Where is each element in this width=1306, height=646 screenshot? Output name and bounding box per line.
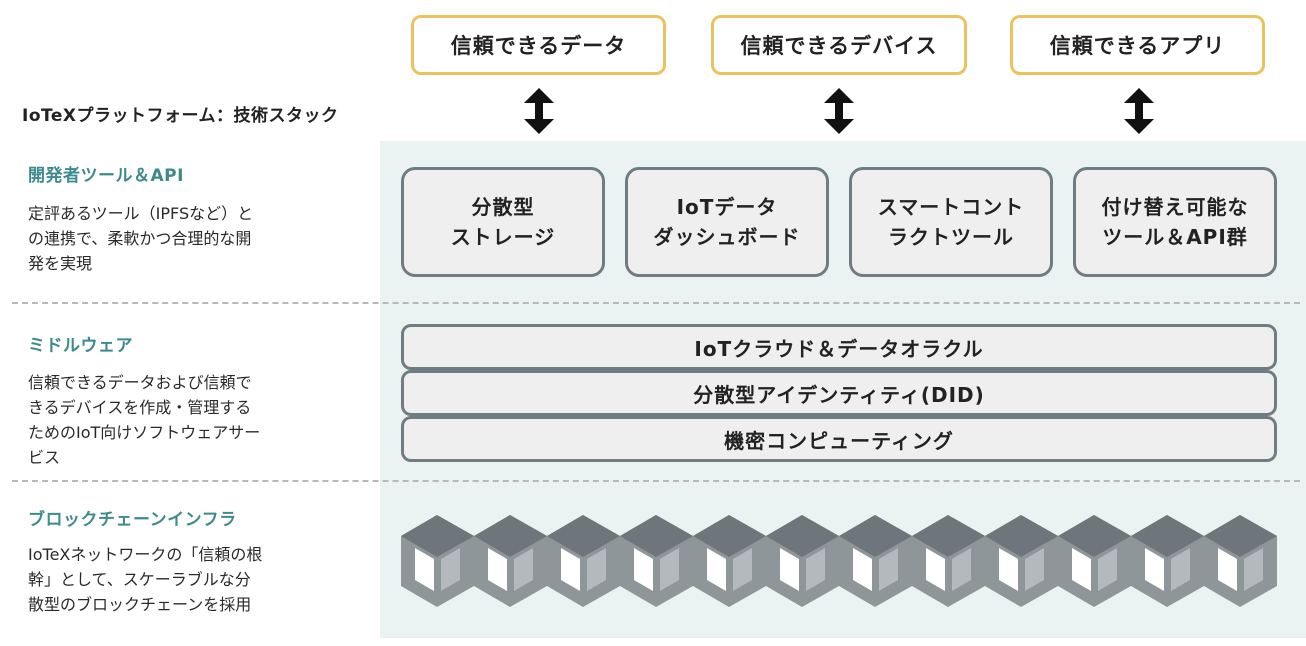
stack-title: IoTeXプラットフォーム：技術スタック xyxy=(22,106,339,126)
tool-box-storage: 分散型 ストレージ xyxy=(401,167,605,277)
top-box-trusted-data: 信頼できるデータ xyxy=(411,15,666,75)
desc-line: IoTeXネットワークの「信頼の根 xyxy=(28,545,263,564)
top-box-trusted-device: 信頼できるデバイス xyxy=(711,15,967,75)
middleware-box-did: 分散型アイデンティティ(DID) xyxy=(401,370,1277,416)
tool-line: ラクトツール xyxy=(888,225,1014,249)
desc-line: 散型のブロックチェーンを採用 xyxy=(28,595,252,614)
desc-line: きるデバイスを作成・管理する xyxy=(28,398,252,417)
blockchain-cubes xyxy=(401,515,1277,607)
desc-line: 定評あるツール（IPFSなど）と xyxy=(28,204,254,223)
double-arrow-icon xyxy=(1124,88,1154,134)
desc-line: ためのIoT向けソフトウェアサー xyxy=(28,423,261,442)
top-box-label: 信頼できるアプリ xyxy=(1049,34,1226,58)
middleware-label: 機密コンピューティング xyxy=(724,428,954,453)
layer-desc-dev-tools: 定評あるツール（IPFSなど）と の連携で、柔軟かつ合理的な開 発を実現 xyxy=(28,201,363,276)
cube-icon xyxy=(839,515,912,607)
cube-icon xyxy=(693,515,766,607)
cube-icon xyxy=(912,515,985,607)
cube-icon xyxy=(766,515,839,607)
cube-icon xyxy=(1058,515,1131,607)
tool-box-smart-contract: スマートコント ラクトツール xyxy=(849,167,1053,277)
layer-desc-middleware: 信頼できるデータおよび信頼で きるデバイスを作成・管理する ためのIoT向けソフ… xyxy=(28,370,363,470)
desc-line: 発を実現 xyxy=(28,254,93,273)
layer-desc-blockchain: IoTeXネットワークの「信頼の根 幹」として、スケーラブルな分 散型のブロック… xyxy=(28,542,363,617)
tool-line: ダッシュボード xyxy=(653,225,801,249)
layer-title-dev-tools: 開発者ツール＆API xyxy=(28,166,184,186)
cube-icon xyxy=(985,515,1058,607)
tool-box-dashboard: IoTデータ ダッシュボード xyxy=(625,167,829,277)
tool-box-pluggable: 付け替え可能な ツール＆API群 xyxy=(1073,167,1277,277)
cube-icon xyxy=(474,515,547,607)
middleware-label: IoTクラウド＆データオラクル xyxy=(694,336,984,361)
desc-line: の連携で、柔軟かつ合理的な開 xyxy=(28,229,252,248)
middleware-box-cloud-oracle: IoTクラウド＆データオラクル xyxy=(401,324,1277,370)
tool-line: 付け替え可能な xyxy=(1101,195,1249,219)
separator-dashed xyxy=(12,480,1300,482)
middleware-box-confidential-computing: 機密コンピューティング xyxy=(401,416,1277,462)
top-box-trusted-app: 信頼できるアプリ xyxy=(1010,15,1265,75)
double-arrow-icon xyxy=(524,88,554,134)
separator-dashed xyxy=(12,302,1300,304)
layer-title-middleware: ミドルウェア xyxy=(28,336,133,356)
top-box-label: 信頼できるデータ xyxy=(450,34,627,58)
cube-icon xyxy=(620,515,693,607)
cube-icon xyxy=(1131,515,1204,607)
desc-line: 信頼できるデータおよび信頼で xyxy=(28,373,252,392)
tool-line: スマートコント xyxy=(877,195,1025,219)
layer-title-blockchain: ブロックチェーンインフラ xyxy=(28,510,237,530)
top-box-label: 信頼できるデバイス xyxy=(740,34,938,58)
tool-line: IoTデータ xyxy=(676,195,778,219)
desc-line: 幹」として、スケーラブルな分 xyxy=(28,570,251,589)
desc-line: ビス xyxy=(28,448,61,467)
middleware-label: 分散型アイデンティティ(DID) xyxy=(693,382,985,407)
tool-line: ストレージ xyxy=(450,225,556,249)
tool-line: 分散型 xyxy=(471,195,535,219)
double-arrow-icon xyxy=(824,88,854,134)
cube-icon xyxy=(1204,515,1277,607)
cube-icon xyxy=(401,515,474,607)
tool-line: ツール＆API群 xyxy=(1102,225,1248,249)
cube-icon xyxy=(547,515,620,607)
